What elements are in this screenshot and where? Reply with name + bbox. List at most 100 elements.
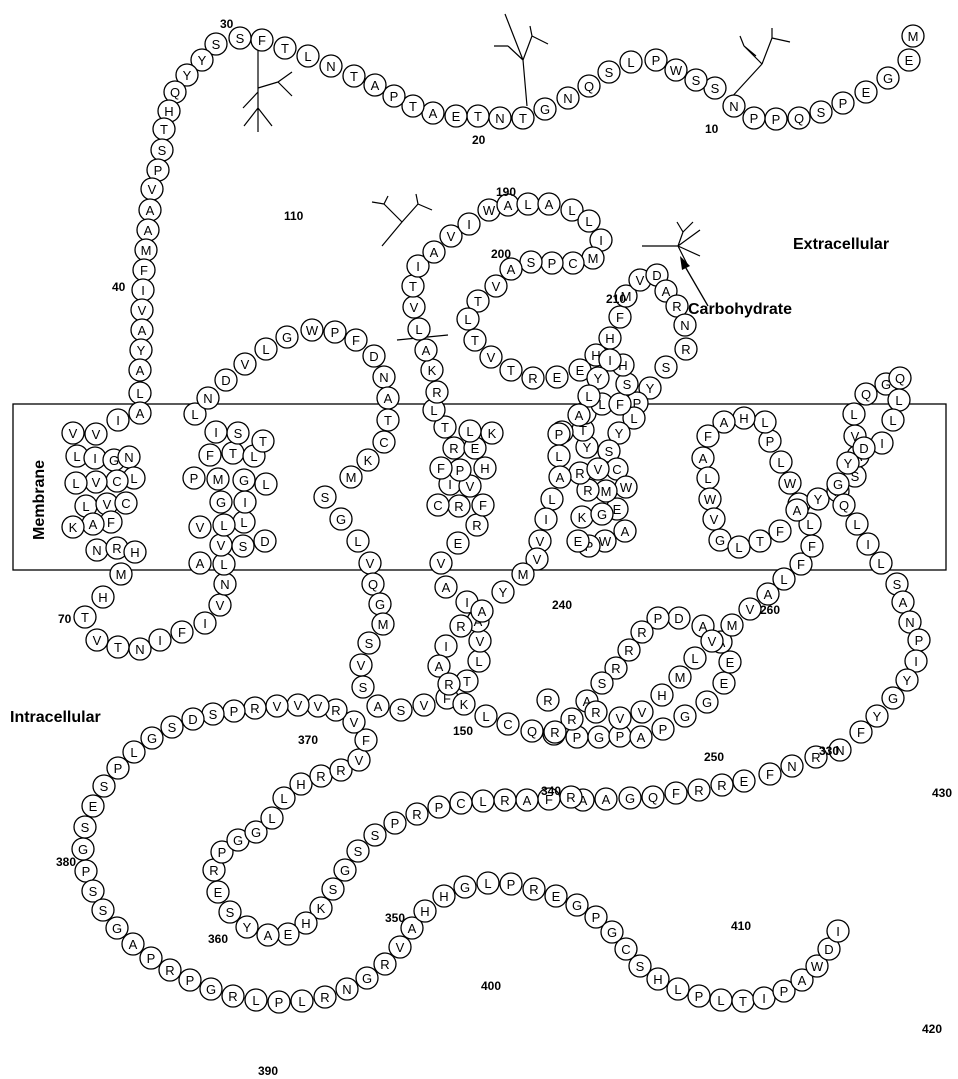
- residue-letter: S: [100, 779, 109, 794]
- residue-letter: L: [630, 411, 637, 426]
- residue-letter: V: [92, 427, 101, 442]
- residue-letter: T: [229, 446, 237, 461]
- residue-85: L: [213, 553, 235, 575]
- residue-217: V: [587, 458, 609, 480]
- residue-letter: R: [611, 661, 620, 676]
- residue-396: P: [179, 969, 201, 991]
- residue-letter: E: [552, 889, 561, 904]
- residue-letter: A: [507, 262, 516, 277]
- residue-letter: T: [281, 41, 289, 56]
- residue-letter: P: [695, 989, 704, 1004]
- residue-letter: T: [81, 610, 89, 625]
- residue-letter: R: [529, 882, 538, 897]
- residue-letter: A: [545, 197, 554, 212]
- residue-285: W: [779, 472, 801, 494]
- residue-letter: W: [620, 480, 633, 495]
- residue-198: R: [675, 338, 697, 360]
- residue-letter: I: [243, 495, 247, 510]
- residue-175: M: [582, 247, 604, 269]
- residue-180: V: [485, 275, 507, 297]
- residue-63: V: [85, 471, 107, 493]
- residue-letter: P: [331, 325, 340, 340]
- residue-351: S: [347, 840, 369, 862]
- residue-300: A: [786, 499, 808, 521]
- residue-letter: V: [294, 698, 303, 713]
- residue-letter: S: [893, 577, 902, 592]
- residue-letter: F: [808, 539, 816, 554]
- residue-letter: P: [218, 845, 227, 860]
- residue-letter: V: [476, 634, 485, 649]
- residue-378: P: [223, 700, 245, 722]
- residue-letter: R: [528, 371, 537, 386]
- residue-letter: F: [616, 397, 624, 412]
- residue-letter: G: [206, 982, 216, 997]
- residue-letter: V: [638, 705, 647, 720]
- position-number-330: 330: [819, 744, 839, 758]
- residue-letter: L: [354, 534, 361, 549]
- residue-letter: K: [578, 510, 587, 525]
- residue-121: S: [314, 486, 336, 508]
- residue-letter: S: [817, 105, 826, 120]
- glycan-chain-29: [243, 48, 292, 132]
- residue-letter: V: [314, 699, 323, 714]
- residue-letter: V: [273, 699, 282, 714]
- residue-223: F: [609, 393, 631, 415]
- residue-339: A: [595, 788, 617, 810]
- residue-letter: G: [680, 709, 690, 724]
- residue-letter: Q: [584, 79, 594, 94]
- residue-letter: S: [527, 255, 536, 270]
- residue-letter: V: [487, 350, 496, 365]
- position-number-20: 20: [472, 133, 486, 147]
- residue-142: E: [447, 532, 469, 554]
- residue-270: R: [585, 701, 607, 723]
- residue-212: K: [571, 506, 593, 528]
- residue-letter: H: [296, 777, 305, 792]
- residue-letter: I: [836, 924, 840, 939]
- residue-letter: G: [883, 71, 893, 86]
- residue-letter: L: [280, 791, 287, 806]
- residue-56: V: [62, 422, 84, 444]
- residue-letter: S: [397, 703, 406, 718]
- residue-letter: A: [602, 792, 611, 807]
- residue-letter: H: [480, 461, 489, 476]
- residue-255: G: [696, 691, 718, 713]
- residue-letter: K: [428, 363, 437, 378]
- residue-letter: R: [566, 790, 575, 805]
- residue-31: T: [274, 37, 296, 59]
- residue-149: H: [474, 457, 496, 479]
- residue-letter: N: [787, 759, 796, 774]
- residue-letter: C: [379, 435, 388, 450]
- residue-334: R: [711, 774, 733, 796]
- residue-letter: I: [141, 283, 145, 298]
- residue-246: C: [497, 713, 519, 735]
- residue-letter: H: [739, 411, 748, 426]
- residue-letter: Y: [594, 371, 603, 386]
- residue-letter: P: [652, 53, 661, 68]
- residue-45: M: [135, 239, 157, 261]
- residue-86: A: [189, 552, 211, 574]
- residue-letter: P: [435, 800, 444, 815]
- residue-60: N: [118, 446, 140, 468]
- residue-414: E: [545, 885, 567, 907]
- residue-106: N: [197, 387, 219, 409]
- residue-171: A: [538, 193, 560, 215]
- residue-letter: C: [121, 496, 130, 511]
- residue-letter: K: [69, 520, 78, 535]
- residue-letter: Y: [198, 53, 207, 68]
- residue-140: A: [435, 576, 457, 598]
- residue-404: G: [356, 967, 378, 989]
- residue-letter: L: [717, 993, 724, 1008]
- residue-256: E: [713, 672, 735, 694]
- residue-letter: I: [214, 425, 218, 440]
- residue-17: Q: [578, 75, 600, 97]
- residue-letter: L: [691, 651, 698, 666]
- residue-293: L: [697, 467, 719, 489]
- residue-13: W: [665, 59, 687, 81]
- residue-letter: N: [203, 391, 212, 406]
- residue-letter: E: [613, 502, 622, 517]
- residue-379: S: [202, 703, 224, 725]
- residue-421: L: [667, 978, 689, 1000]
- position-number-30: 30: [220, 17, 234, 31]
- residue-344: R: [494, 789, 516, 811]
- residue-letter: V: [437, 556, 446, 571]
